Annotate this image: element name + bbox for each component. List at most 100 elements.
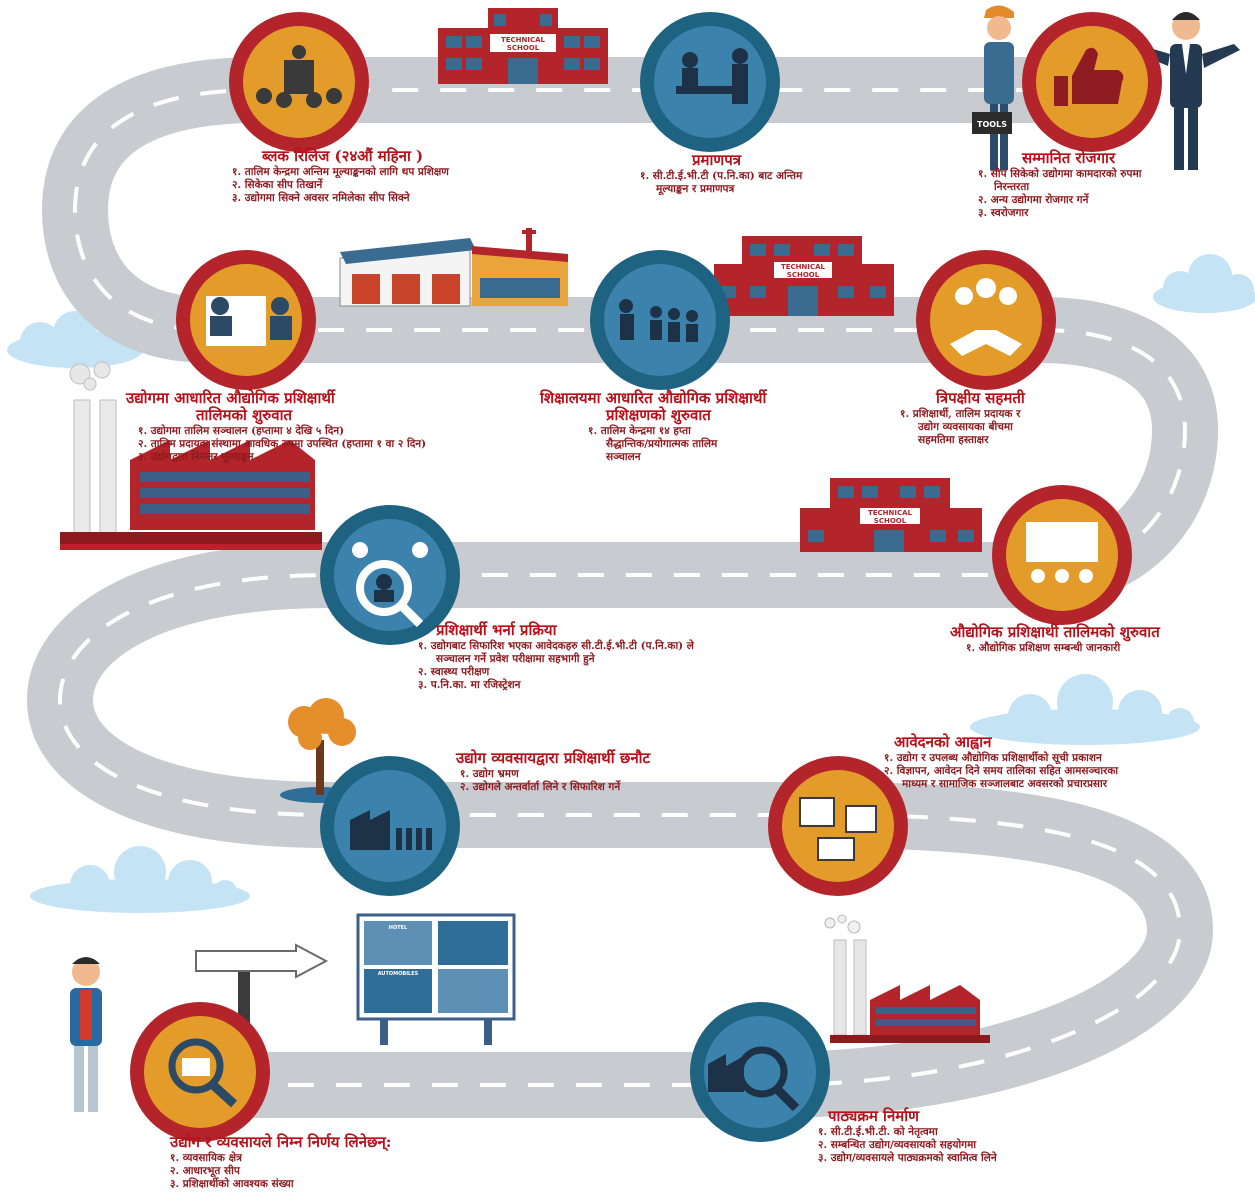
factory-magnifier-icon (690, 1002, 830, 1142)
step-items: १. उद्योग र उपलब्ध औद्योगिक प्रशिक्षार्थ… (884, 752, 1224, 791)
step-items: १. सी.टी.ई.भी.टी. को नेतृत्वमा २. सम्बन्… (818, 1126, 1118, 1165)
step-item: सहमतिमा हस्ताक्षर (918, 434, 989, 446)
step-title: उद्योग र व्यवसायले निम्न निर्णय लिनेछन्: (170, 1133, 392, 1151)
step-item: २. सम्बन्धित उद्योग/व्यवसायको सहयोगमा (818, 1139, 977, 1151)
step-item: १. उद्योग र उपलब्ध औद्योगिक प्रशिक्षार्थ… (884, 752, 1102, 764)
step-items: १. औद्योगिक प्रशिक्षण सम्बन्धी जानकारी (950, 642, 1240, 655)
step-item: सञ्चालन (606, 451, 641, 463)
direction-signpost (195, 943, 329, 1035)
step-items: १. उद्योग भ्रमण २. उद्योगले अन्तर्वार्ता… (456, 768, 756, 794)
step-item: १. तालिम केन्द्रमा १४ हप्ता (588, 425, 691, 437)
school-sign: SCHOOL (507, 44, 540, 52)
step-item: ३. उद्योगमा सिक्ने अवसर नमिलेका सीप सिक्… (232, 192, 410, 204)
step-item: ३. प्रशिक्षार्थीको आवश्यक संख्या (170, 1178, 294, 1190)
certificate-icon (640, 12, 780, 152)
step-item: २. तालिम प्रदायक संस्थामा आवधिक रुपमा उप… (138, 438, 427, 450)
step-item: १. सी.टी.ई.भी.टी. को नेतृत्वमा (818, 1126, 938, 1138)
step-title: आवेदनको आह्वान (894, 733, 992, 751)
step-respected-employment: सम्मानित रोजगार १. सीप सिकेको उद्योगमा क… (978, 150, 1228, 220)
step-item: २. विज्ञापन, आवेदन दिने समय तालिका सहित … (884, 765, 1119, 777)
step-item: २. स्वास्थ्य परीक्षण (418, 666, 490, 678)
step-item: १. औद्योगिक प्रशिक्षण सम्बन्धी जानकारी (966, 642, 1121, 654)
step-item: २. आधारभूत सीप (170, 1165, 240, 1177)
step-apprenticeship-start: औद्योगिक प्रशिक्षार्थी तालिमको शुरुवात १… (950, 624, 1240, 655)
step-school-based-training: शिक्षालयमा आधारित औद्योगिक प्रशिक्षार्थी… (540, 390, 840, 464)
step-items: १. प्रशिक्षार्थी, तालिम प्रदायक र उद्योग… (900, 408, 1120, 447)
school-sign: SCHOOL (874, 517, 907, 525)
step-items: १. तालिम केन्द्रमा १४ हप्ता सैद्धान्तिक/… (540, 425, 840, 464)
step-title: सम्मानित रोजगार (1022, 149, 1116, 167)
step-items: १. सीप सिकेको उद्योगमा कामदारको रुपमा नि… (978, 168, 1228, 220)
step-title: ब्लक रिलिज (२४औं महिना ) (262, 147, 424, 165)
step-item: सैद्धान्तिक/प्रयोगात्मक तालिम (606, 438, 718, 450)
technical-school-building: TECHNICAL SCHOOL (714, 236, 894, 316)
step-item: उद्योग व्यवसायका बीचमा (918, 421, 1013, 433)
cloud (30, 846, 250, 913)
step-item: १. तालिम केन्द्रमा अन्तिम मूल्याङ्कनको ल… (232, 166, 449, 178)
step-item: १. व्यवसायिक क्षेत्र (170, 1152, 242, 1164)
step-item: १. उद्योगबाट सिफारिश भएका आवेदकहरु सी.टी… (418, 640, 694, 652)
step-industry-based-training: उद्योगमा आधारित औद्योगिक प्रशिक्षार्थी त… (126, 390, 566, 464)
step-item: १. प्रशिक्षार्थी, तालिम प्रदायक र (900, 408, 1021, 420)
step-item: २. सिकेका सीप तिखार्ने (232, 179, 323, 191)
hotel-label: HOTEL (389, 925, 408, 931)
lecture-icon (229, 12, 369, 152)
step-item: मूल्याङ्कन र प्रमाणपत्र (656, 183, 735, 195)
step-item: १. सी.टी.ई.भी.टी (प.नि.का) बाट अन्तिम (640, 170, 803, 182)
step-item: ३. प.नि.का. मा रजिस्ट्रेशन (418, 679, 521, 691)
school-sign: TECHNICAL (501, 36, 546, 44)
factory-small (824, 914, 990, 1043)
warehouse-building (339, 228, 568, 307)
step-curriculum-development: पाठ्यक्रम निर्माण १. सी.टी.ई.भी.टी. को न… (818, 1108, 1118, 1165)
step-call-for-applications: आवेदनको आह्वान १. उद्योग र उपलब्ध औद्योग… (884, 734, 1224, 791)
step-title: उद्योगमा आधारित औद्योगिक प्रशिक्षार्थी (126, 389, 335, 407)
step-title: शिक्षालयमा आधारित औद्योगिक प्रशिक्षार्थी (540, 389, 767, 407)
step-item: ३. उद्योग/व्यवसायले पाठ्यक्रमको स्वामित्… (818, 1152, 997, 1164)
worker-figure: TOOLS (972, 5, 1014, 170)
briefcase-search-icon (130, 1002, 270, 1142)
step-item: १. उद्योगमा तालिम सञ्चालन (हप्तामा ४ देख… (138, 425, 345, 437)
school-sign: SCHOOL (787, 271, 820, 279)
step-items: १. सी.टी.ई.भी.टी (प.नि.का) बाट अन्तिम मू… (640, 170, 890, 196)
automobiles-label: AUTOMOBILES (378, 971, 419, 977)
thumbs-up-icon (1022, 12, 1162, 152)
search-person-icon (320, 505, 460, 645)
step-title: प्रमाणपत्र (692, 151, 742, 169)
step-apprentice-selection: उद्योग व्यवसायद्वारा प्रशिक्षार्थी छनौट … (456, 750, 756, 794)
step-item: माध्यम र सामाजिक सञ्जालबाट अवसरको प्रचार… (902, 778, 1108, 790)
step-item: ३. उद्योगद्वारा निरन्तर मूल्याङ्कन (138, 451, 254, 463)
industry-billboard: HOTEL AUTOMOBILES (356, 913, 516, 1045)
media-icon (768, 756, 908, 896)
step-title: औद्योगिक प्रशिक्षार्थी तालिमको शुरुवात (950, 623, 1160, 641)
step-item: २. उद्योगले अन्तर्वार्ता लिने र सिफारिश … (460, 781, 621, 793)
businessman-figure (1130, 12, 1240, 170)
step-items: १. व्यवसायिक क्षेत्र २. आधारभूत सीप ३. प… (170, 1152, 470, 1191)
technical-school-building: TECHNICAL SCHOOL (438, 8, 608, 84)
step-block-release: ब्लक रिलिज (२४औं महिना ) १. तालिम केन्द्… (232, 148, 562, 205)
tools-label: TOOLS (977, 120, 1007, 129)
step-title: उद्योग व्यवसायद्वारा प्रशिक्षार्थी छनौट (456, 749, 651, 767)
step-item: २. अन्य उद्योगमा रोजगार गर्ने (978, 194, 1089, 206)
workshop-icon (176, 250, 316, 390)
step-certificate: प्रमाणपत्र १. सी.टी.ई.भी.टी (प.नि.का) बा… (640, 152, 890, 196)
cloud (970, 674, 1200, 745)
step-item: १. सीप सिकेको उद्योगमा कामदारको रुपमा (978, 168, 1142, 180)
step-item: निरन्तरता (994, 181, 1030, 193)
school-sign: TECHNICAL (868, 509, 913, 517)
step-title: प्रशिक्षार्थी भर्ना प्रक्रिया (436, 621, 557, 639)
presentation-icon (992, 485, 1132, 625)
step-title: प्रशिक्षणको शुरुवात (606, 406, 711, 424)
step-title: पाठ्यक्रम निर्माण (828, 1107, 919, 1125)
step-items: १. उद्योगमा तालिम सञ्चालन (हप्तामा ४ देख… (126, 425, 566, 464)
technical-school-building: TECHNICAL SCHOOL (800, 478, 982, 552)
step-items: १. उद्योगबाट सिफारिश भएका आवेदकहरु सी.टी… (418, 640, 838, 692)
step-item: १. उद्योग भ्रमण (460, 768, 519, 780)
step-admission-process: प्रशिक्षार्थी भर्ना प्रक्रिया १. उद्योगब… (418, 622, 838, 692)
step-title: तालिमको शुरुवात (196, 406, 293, 424)
step-item: सञ्चालन गर्ने प्रवेश परीक्षामा सहभागी हु… (436, 653, 595, 665)
step-title: त्रिपक्षीय सहमती (936, 389, 1025, 407)
handshake-icon (916, 250, 1056, 390)
road (27, 57, 1218, 1118)
cloud (1153, 254, 1255, 313)
